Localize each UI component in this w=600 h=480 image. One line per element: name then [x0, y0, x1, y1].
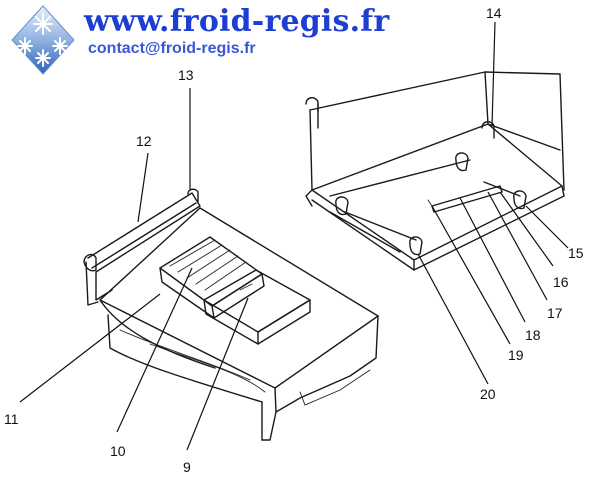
- callout-9: 9: [183, 459, 191, 475]
- left-tray-assembly: [83, 188, 379, 441]
- callout-19: 19: [508, 347, 524, 363]
- callout-20: 20: [480, 386, 496, 402]
- callout-12: 12: [136, 133, 152, 149]
- contact-email: contact@froid-regis.fr: [88, 40, 256, 57]
- site-url: www.froid-regis.fr: [84, 4, 390, 39]
- snowflake-logo-icon: [11, 5, 75, 75]
- callout-18: 18: [525, 327, 541, 343]
- callout-11: 11: [4, 411, 19, 427]
- callout-14: 14: [486, 5, 502, 21]
- callout-17: 17: [547, 305, 563, 321]
- callout-15: 15: [568, 245, 584, 261]
- callout-16: 16: [553, 274, 569, 290]
- callout-13: 13: [178, 67, 194, 83]
- right-tray-assembly: [305, 71, 565, 271]
- callout-10: 10: [110, 443, 126, 459]
- leader-lines: [19, 21, 569, 451]
